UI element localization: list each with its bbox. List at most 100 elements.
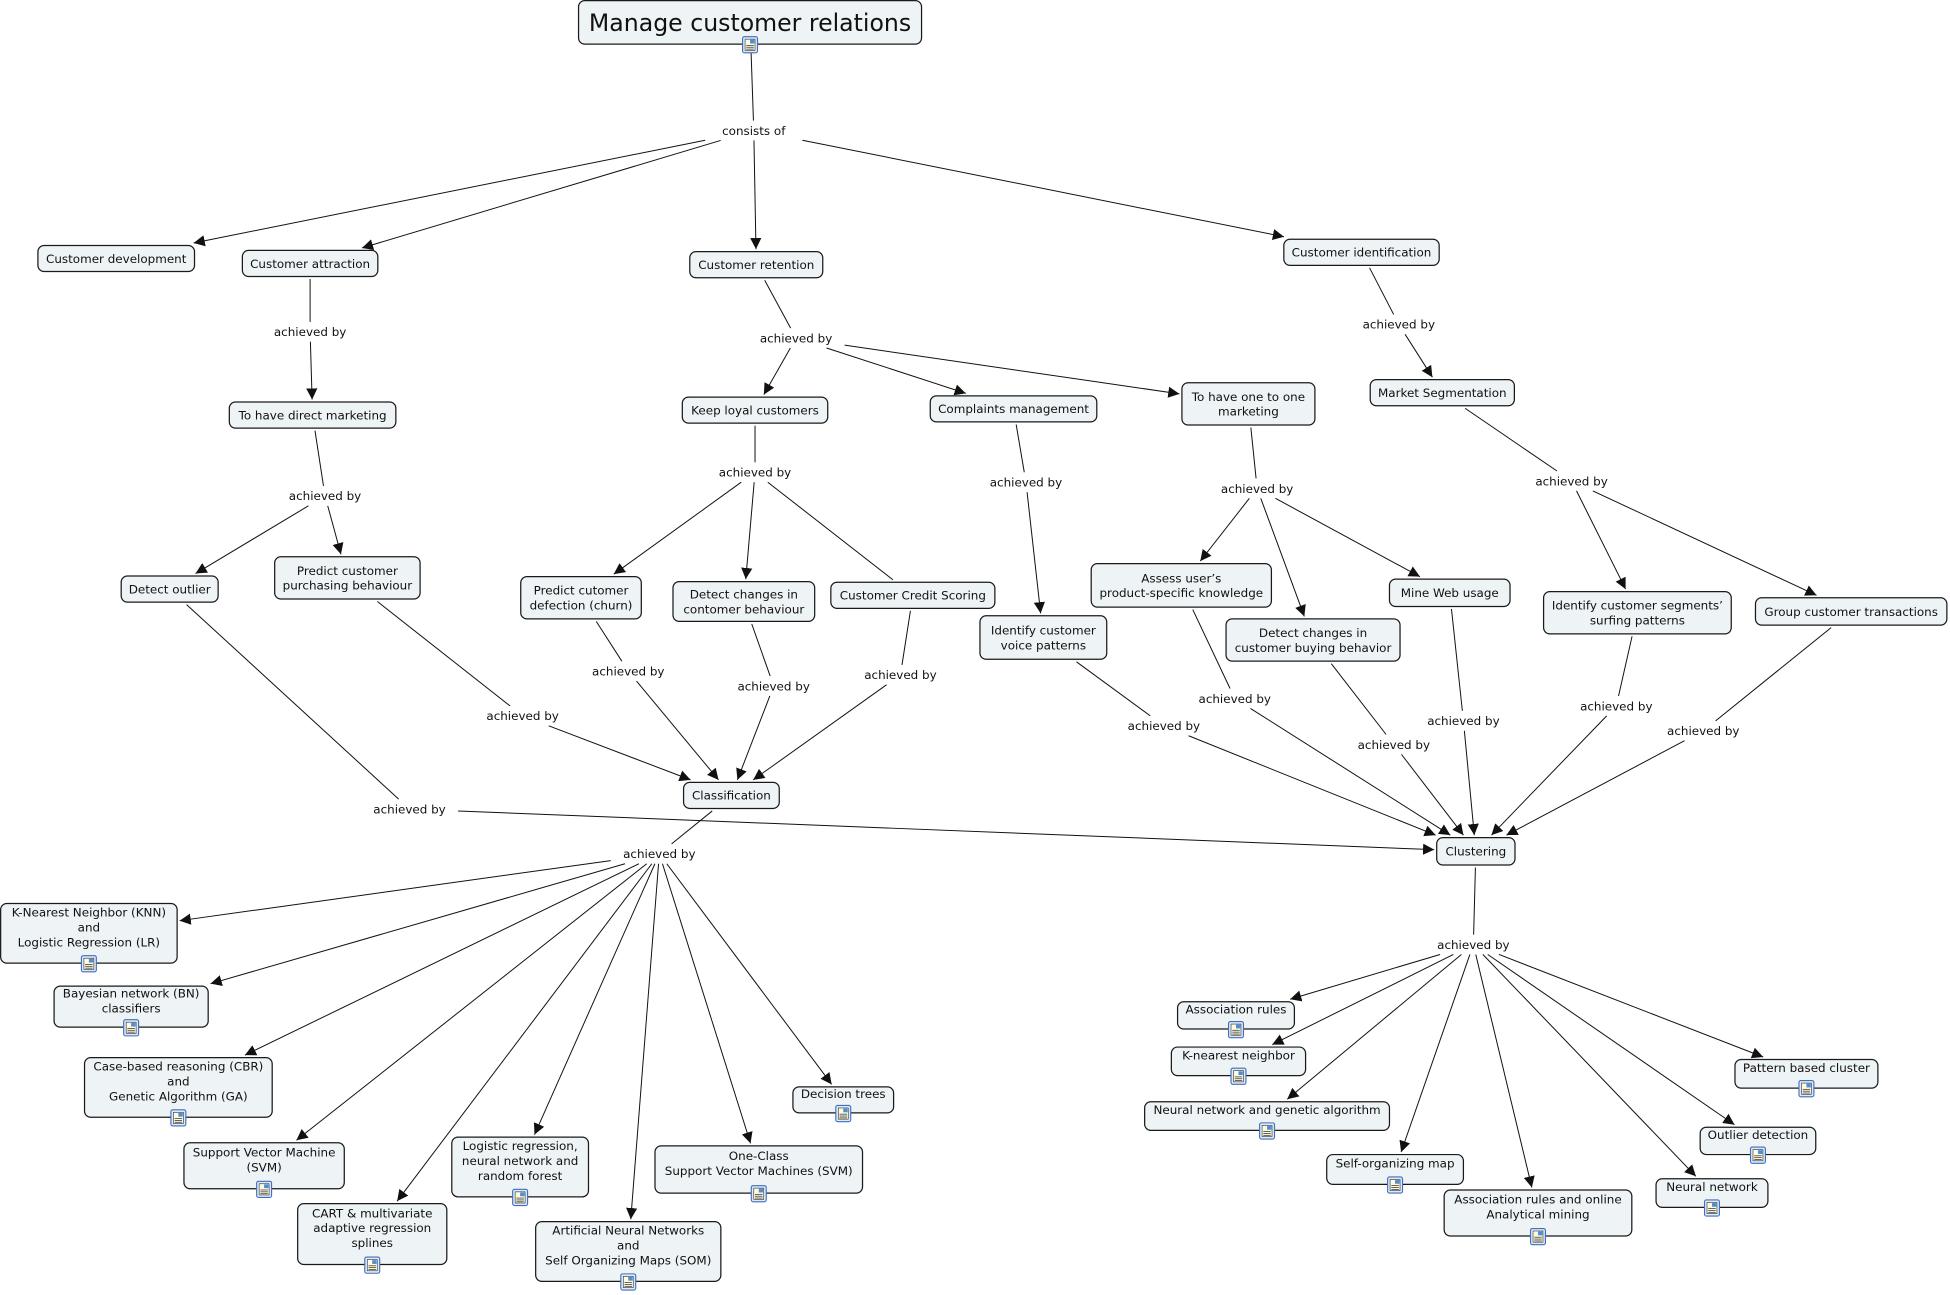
linking-phrase[interactable]: achieved by xyxy=(1128,719,1200,733)
concept-box[interactable] xyxy=(1754,597,1948,626)
concept-box[interactable] xyxy=(241,249,379,278)
concept-knn[interactable]: K-nearest neighbor xyxy=(1170,1046,1307,1085)
document-icon[interactable] xyxy=(170,1109,187,1127)
concept-box[interactable] xyxy=(120,575,219,603)
linking-phrase[interactable]: achieved by xyxy=(274,325,346,339)
document-icon[interactable] xyxy=(1749,1146,1766,1164)
concept-box[interactable] xyxy=(1369,379,1515,407)
linking-phrase[interactable]: achieved by xyxy=(486,709,558,723)
document-icon[interactable] xyxy=(80,955,97,973)
concept-direct[interactable]: To have direct marketing xyxy=(228,401,397,429)
document-icon[interactable] xyxy=(1529,1227,1547,1246)
concept-mineweb[interactable]: Mine Web usage xyxy=(1388,578,1511,608)
linking-phrase[interactable]: achieved by xyxy=(1199,692,1271,706)
concept-complaints[interactable]: Complaints management xyxy=(929,395,1098,423)
concept-marketseg[interactable]: Market Segmentation xyxy=(1369,379,1515,407)
concept-box[interactable] xyxy=(830,581,996,609)
concept-box[interactable] xyxy=(979,615,1108,660)
concept-box[interactable] xyxy=(1388,578,1511,608)
document-icon[interactable] xyxy=(1230,1067,1247,1085)
document-icon[interactable] xyxy=(1227,1021,1245,1039)
concept-box[interactable] xyxy=(681,396,829,424)
document-icon[interactable] xyxy=(620,1273,637,1291)
linking-phrase[interactable]: achieved by xyxy=(1667,724,1739,738)
document-icon[interactable] xyxy=(835,1104,852,1123)
concept-box[interactable] xyxy=(1436,837,1516,866)
linking-phrase[interactable]: achieved by xyxy=(1580,699,1652,713)
concept-box[interactable] xyxy=(672,581,816,623)
concept-segments[interactable]: Identify customer segments’surfing patte… xyxy=(1542,590,1732,635)
concept-svm[interactable]: Support Vector Machine(SVM) xyxy=(183,1142,345,1198)
concept-logreg[interactable]: Logistic regression,neural network andra… xyxy=(451,1136,590,1207)
concept-box[interactable] xyxy=(520,576,642,620)
linking-phrase[interactable]: achieved by xyxy=(760,331,832,345)
concept-outlier[interactable]: Detect outlier xyxy=(120,575,219,603)
concept-box[interactable] xyxy=(682,781,780,810)
document-icon[interactable] xyxy=(750,1185,767,1203)
concept-nn[interactable]: Neural network xyxy=(1655,1178,1769,1217)
linking-phrase[interactable]: achieved by xyxy=(1363,318,1435,332)
linking-phrase[interactable]: achieved by xyxy=(990,476,1062,490)
concept-cid[interactable]: Customer identification xyxy=(1283,238,1440,266)
document-icon[interactable] xyxy=(1259,1122,1276,1140)
concept-box[interactable] xyxy=(929,395,1098,423)
concept-box[interactable] xyxy=(689,251,824,279)
linking-phrase[interactable]: achieved by xyxy=(289,489,361,503)
concept-box[interactable] xyxy=(1225,618,1401,662)
linking-phrase[interactable]: achieved by xyxy=(623,847,695,861)
concept-box[interactable] xyxy=(37,244,196,273)
concept-loyal[interactable]: Keep loyal customers xyxy=(681,396,829,424)
concept-dtrees[interactable]: Decision trees xyxy=(792,1086,895,1123)
document-icon[interactable] xyxy=(256,1180,273,1198)
concept-cret[interactable]: Customer retention xyxy=(689,251,824,279)
concept-nnga[interactable]: Neural network and genetic algorithm xyxy=(1144,1101,1391,1140)
linking-phrase[interactable]: achieved by xyxy=(592,664,664,678)
concept-clustering[interactable]: Clustering xyxy=(1436,837,1516,866)
concept-group[interactable]: Group customer transactions xyxy=(1754,597,1948,626)
linking-phrase[interactable]: achieved by xyxy=(864,668,936,682)
concept-som[interactable]: Self-organizing map xyxy=(1326,1153,1465,1194)
concept-box[interactable] xyxy=(1181,382,1316,426)
concept-pattern[interactable]: Pattern based cluster xyxy=(1734,1058,1879,1098)
linking-phrase[interactable]: achieved by xyxy=(1221,482,1293,496)
concept-box[interactable] xyxy=(228,401,397,429)
document-icon[interactable] xyxy=(123,1019,140,1037)
concept-box[interactable] xyxy=(1283,238,1440,266)
document-icon[interactable] xyxy=(1387,1176,1404,1194)
linking-phrase[interactable]: achieved by xyxy=(1427,714,1499,728)
linking-phrase[interactable]: achieved by xyxy=(1535,474,1607,488)
concept-box[interactable] xyxy=(1090,562,1273,608)
concept-bn[interactable]: Bayesian network (BN)classifiers xyxy=(53,985,209,1037)
linking-phrase[interactable]: achieved by xyxy=(1358,738,1430,752)
document-icon[interactable] xyxy=(1798,1080,1815,1098)
concept-outdet[interactable]: Outlier detection xyxy=(1699,1126,1817,1164)
concept-credit[interactable]: Customer Credit Scoring xyxy=(830,581,996,609)
document-icon[interactable] xyxy=(742,36,759,54)
linking-phrase[interactable]: consists of xyxy=(722,124,786,138)
concept-assoc[interactable]: Association rules xyxy=(1176,1001,1296,1039)
concept-cdev[interactable]: Customer development xyxy=(37,244,196,273)
document-icon[interactable] xyxy=(364,1256,381,1274)
concept-title[interactable]: Manage customer relations xyxy=(577,0,923,54)
concept-classification[interactable]: Classification xyxy=(682,781,780,810)
concept-box[interactable] xyxy=(274,556,421,600)
linking-phrase[interactable]: achieved by xyxy=(373,802,445,816)
linking-phrase[interactable]: achieved by xyxy=(719,466,791,480)
linking-phrase[interactable]: achieved by xyxy=(1437,938,1509,952)
document-icon[interactable] xyxy=(512,1188,529,1207)
linking-phrase[interactable]: achieved by xyxy=(737,679,809,693)
concept-box[interactable] xyxy=(1542,590,1732,635)
concept-cattr[interactable]: Customer attraction xyxy=(241,249,379,278)
